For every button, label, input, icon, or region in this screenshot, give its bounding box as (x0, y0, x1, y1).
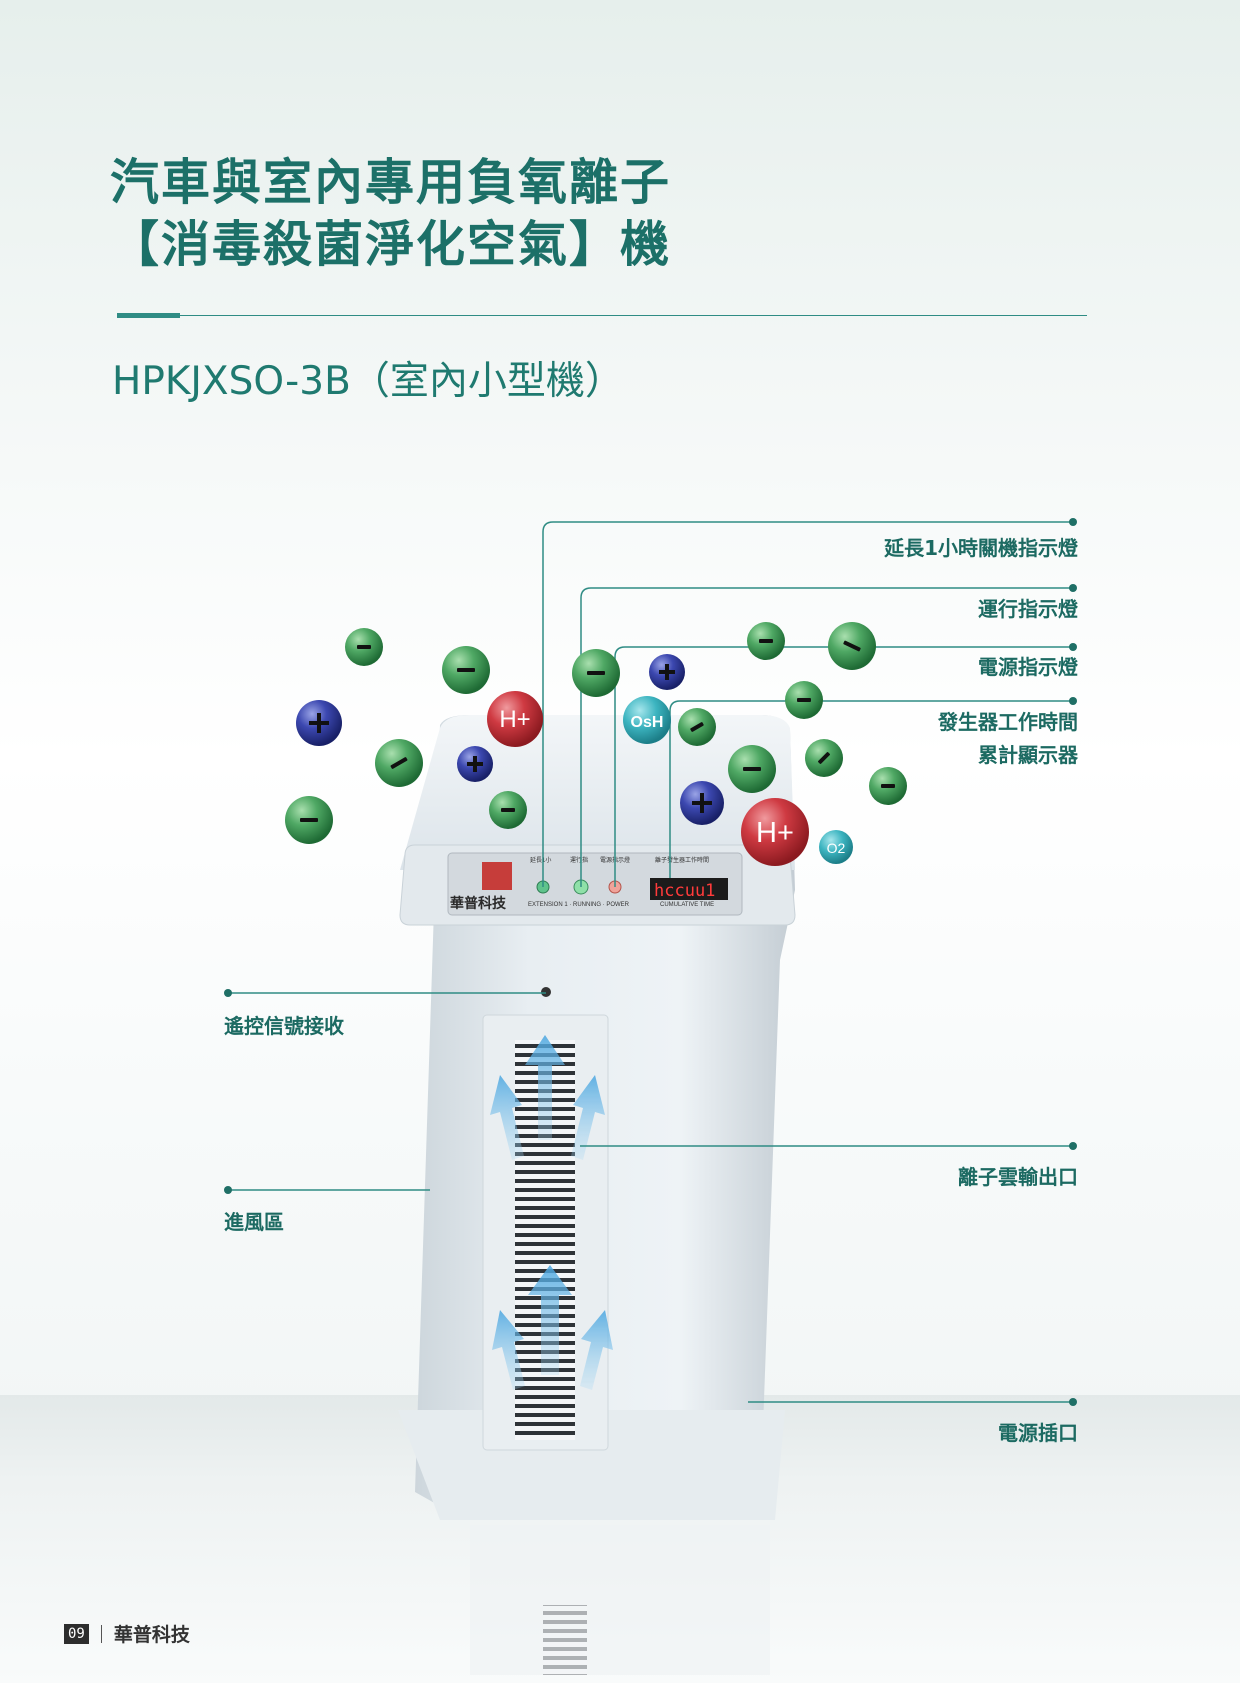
time-display (650, 878, 728, 900)
h-plus-ion-icon: H+ (741, 798, 809, 866)
callout-remote-receiver: 遙控信號接收 (224, 1014, 344, 1038)
callout-dots (224, 518, 1077, 1406)
negative-ion-icon (442, 646, 490, 694)
callout-generator-time-line2: 累計顯示器 (978, 743, 1078, 767)
page-title: 汽車與室內專用負氧離子 【消毒殺菌淨化空氣】機 (110, 152, 671, 276)
svg-text:EXTENSION 1 · RUNNING · POWER: EXTENSION 1 · RUNNING · POWER (528, 902, 630, 908)
osh-ion-icon: OsH (623, 696, 671, 744)
air-purifier-device: 華普科技 hccuu1 延長1小 運行指 電源指示燈 離子發生器工作時間 EXT… (398, 715, 796, 1675)
svg-text:離子發生器工作時間: 離子發生器工作時間 (655, 856, 709, 864)
svg-text:CUMULATIVE TIME: CUMULATIVE TIME (660, 902, 714, 908)
airflow-arrows (490, 1035, 613, 1390)
negative-ion-icon (489, 791, 527, 829)
positive-ion-icon (457, 746, 493, 782)
positive-ions (296, 654, 724, 825)
negative-ions (285, 622, 907, 844)
device-brand: 華普科技 (450, 895, 507, 911)
negative-ion-icon (678, 708, 716, 746)
negative-ion-icon (345, 628, 383, 666)
svg-text:H+: H+ (756, 817, 794, 849)
callout-ion-outlet: 離子雲輸出口 (958, 1165, 1078, 1189)
negative-ion-icon (572, 649, 620, 697)
o2-molecule-icon: O2 (819, 830, 853, 864)
svg-text:OsH: OsH (631, 714, 664, 731)
title-line-1: 汽車與室內專用負氧離子 (110, 154, 672, 211)
positive-ion-icon (680, 781, 724, 825)
callout-running-light: 運行指示燈 (978, 597, 1078, 621)
page-number: 09 (64, 1623, 89, 1644)
footer-separator (100, 1624, 102, 1643)
positive-ion-icon (649, 654, 685, 690)
negative-ion-icon (805, 739, 843, 777)
footer-company: 華普科技 (113, 1624, 190, 1646)
callout-air-intake: 進風區 (224, 1210, 284, 1234)
negative-ion-icon (728, 745, 776, 793)
callout-lines (228, 521, 1073, 1403)
negative-ion-icon (285, 796, 333, 844)
negative-ion-icon (828, 622, 876, 670)
brand-logo (482, 862, 512, 890)
svg-text:H+: H+ (499, 706, 530, 733)
h-plus-ion-icon: H+ (487, 691, 543, 747)
callout-generator-time-line1: 發生器工作時間 (938, 710, 1078, 734)
negative-ion-icon (375, 739, 423, 787)
title-divider-accent (117, 313, 180, 318)
positive-ion-icon (296, 700, 342, 746)
svg-text:運行指: 運行指 (570, 856, 588, 864)
svg-text:O2: O2 (827, 840, 846, 856)
callout-extend-light: 延長1小時關機指示燈 (884, 536, 1078, 560)
negative-ion-icon (747, 622, 785, 660)
time-display-value: hccuu1 (654, 881, 715, 901)
model-name: HPKJXSO-3B（室內小型機） (112, 359, 624, 404)
callout-power-socket: 電源插口 (998, 1421, 1078, 1445)
negative-ion-icon (785, 681, 823, 719)
svg-text:延長1小: 延長1小 (530, 856, 551, 864)
callout-power-light: 電源指示燈 (978, 655, 1078, 679)
remote-receiver-dot (541, 987, 551, 997)
title-divider (117, 315, 1087, 316)
page-footer: 09 華普科技 (64, 1620, 190, 1647)
negative-ion-icon (869, 767, 907, 805)
title-line-2: 【消毒殺菌淨化空氣】機 (110, 216, 672, 273)
